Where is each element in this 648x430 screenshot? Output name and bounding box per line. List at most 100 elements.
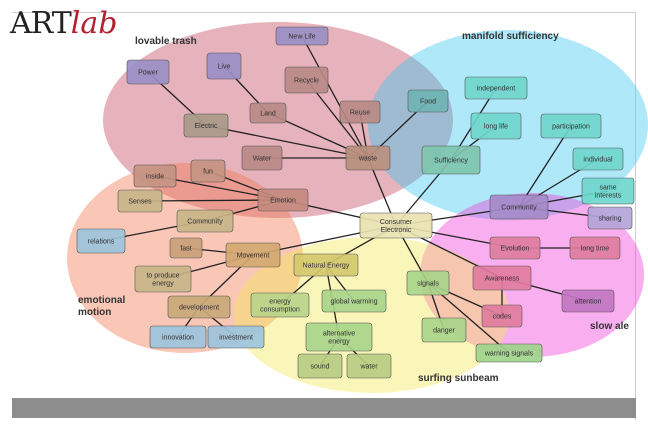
node-label-land: Land — [260, 111, 276, 118]
node-signals[interactable]: signals — [406, 270, 450, 296]
node-box-individual — [572, 147, 624, 171]
node-box-waste — [345, 145, 391, 171]
node-emotion[interactable]: Emotion — [257, 188, 309, 212]
node-water[interactable]: Water — [241, 145, 283, 171]
node-label-newlife: New Life — [288, 34, 315, 41]
node-box-newlife — [275, 26, 329, 46]
node-label-waste: waste — [358, 156, 377, 163]
node-box-inside — [133, 164, 177, 188]
node-label-danger: danger — [433, 328, 455, 335]
node-development[interactable]: development — [167, 295, 231, 319]
cluster-label-surfing: surfing sunbeam — [418, 373, 499, 384]
node-sufficiency[interactable]: Sufficiency — [421, 145, 481, 175]
node-independent[interactable]: independent — [464, 76, 528, 100]
node-longlife[interactable]: long life — [470, 112, 522, 140]
node-box-emotion — [257, 188, 309, 212]
edge-waste-electric — [205, 124, 369, 159]
node-label-alternativeenergy: energy — [328, 339, 350, 346]
node-individual[interactable]: individual — [572, 147, 624, 171]
node-label-sameinterests: same — [599, 185, 616, 192]
node-label-alternativeenergy: alternative — [323, 331, 355, 338]
node-label-water2: water — [359, 364, 378, 371]
node-label-naturalenergy: Natural Energy — [303, 263, 350, 270]
node-live[interactable]: Live — [206, 52, 242, 80]
node-label-emotion: Emotion — [270, 198, 296, 205]
node-label-evolution: Evolution — [501, 246, 530, 253]
node-box-relations — [76, 228, 126, 254]
artlab-logo: ARTlab — [10, 6, 118, 41]
node-label-reuse: Reuse — [350, 110, 370, 117]
node-innovation[interactable]: innovation — [149, 325, 207, 349]
node-label-relations: relations — [88, 239, 115, 246]
node-label-center: Consumer — [380, 219, 413, 226]
node-sharing[interactable]: sharing — [587, 206, 633, 230]
logo-lab-text: lab — [70, 6, 118, 41]
node-inside[interactable]: inside — [133, 164, 177, 188]
node-box-water2 — [346, 353, 392, 379]
node-electric[interactable]: Electric — [183, 113, 229, 138]
node-community2[interactable]: Community — [176, 209, 234, 233]
node-box-innovation — [149, 325, 207, 349]
node-attention[interactable]: attention — [561, 289, 615, 313]
node-participation[interactable]: participation — [540, 113, 602, 139]
node-sound[interactable]: sound — [297, 353, 343, 379]
node-naturalenergy[interactable]: Natural Energy — [293, 253, 359, 277]
node-box-longtime — [569, 236, 621, 260]
node-label-energyconsumption: consumption — [260, 307, 300, 314]
node-newlife[interactable]: New Life — [275, 26, 329, 46]
node-food[interactable]: Food — [407, 89, 449, 113]
node-land[interactable]: Land — [249, 102, 287, 124]
node-waste[interactable]: waste — [345, 145, 391, 171]
node-label-recycle: Recycle — [294, 78, 319, 85]
node-investment[interactable]: investment — [207, 325, 265, 349]
node-box-sound — [297, 353, 343, 379]
node-box-senses — [117, 189, 163, 213]
node-label-development: development — [179, 305, 219, 312]
node-box-development — [167, 295, 231, 319]
node-movement[interactable]: Movement — [225, 242, 281, 268]
node-fast[interactable]: fast — [169, 237, 203, 259]
node-community1[interactable]: Community — [489, 194, 549, 220]
node-box-participation — [540, 113, 602, 139]
logo-art-text: ART — [10, 6, 72, 41]
node-evolution[interactable]: Evolution — [489, 236, 541, 260]
node-label-movement: Movement — [237, 253, 270, 260]
node-label-toproduceenergy: to produce — [146, 273, 179, 280]
cluster-label-slow: slow ale — [590, 321, 629, 332]
node-label-sufficiency: Sufficiency — [434, 158, 468, 165]
node-warningsignals[interactable]: warning signals — [475, 343, 543, 363]
node-label-community1: Community — [501, 205, 537, 212]
node-fun[interactable]: fun — [190, 159, 226, 183]
node-box-energyconsumption — [250, 292, 310, 318]
node-label-codes: codes — [493, 314, 512, 321]
node-box-food — [407, 89, 449, 113]
node-power[interactable]: Power — [126, 59, 170, 85]
node-reuse[interactable]: Reuse — [339, 100, 381, 124]
node-water2[interactable]: water — [346, 353, 392, 379]
node-box-land — [249, 102, 287, 124]
node-box-water — [241, 145, 283, 171]
node-relations[interactable]: relations — [76, 228, 126, 254]
node-globalwarming[interactable]: global warming — [321, 289, 387, 313]
node-senses[interactable]: Senses — [117, 189, 163, 213]
node-box-fast — [169, 237, 203, 259]
node-awareness[interactable]: Awareness — [472, 265, 532, 291]
node-longtime[interactable]: long time — [569, 236, 621, 260]
node-box-reuse — [339, 100, 381, 124]
node-label-food: Food — [420, 99, 436, 106]
node-label-investment: investment — [219, 335, 253, 342]
node-recycle[interactable]: Recycle — [284, 66, 329, 94]
node-danger[interactable]: danger — [421, 317, 467, 343]
node-label-participation: participation — [552, 124, 590, 131]
node-codes[interactable]: codes — [481, 304, 523, 328]
node-label-attention: attention — [575, 299, 602, 306]
node-box-sufficiency — [421, 145, 481, 175]
node-label-center: Electronic — [381, 227, 412, 234]
